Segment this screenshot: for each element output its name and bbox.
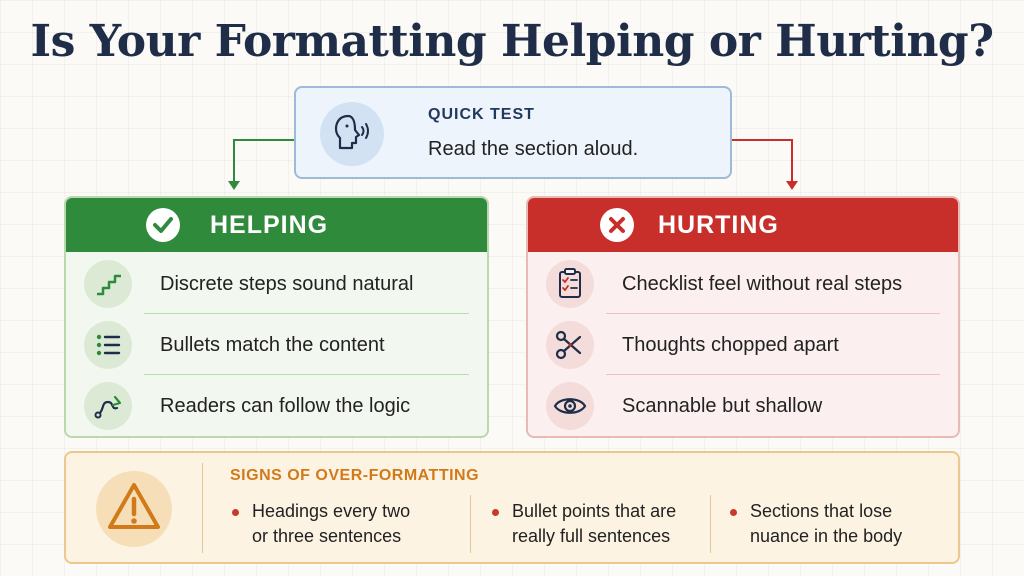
helping-item: Bullets match the content	[84, 315, 469, 375]
helping-item-text: Bullets match the content	[160, 334, 385, 356]
sign-item-line: really full sentences	[512, 526, 671, 546]
hurting-panel: HURTING Checklist feel without real step…	[526, 196, 960, 438]
quick-test-label: QUICK TEST	[428, 106, 535, 123]
helping-item: Readers can follow the logic	[84, 376, 469, 436]
hurting-item: Checklist feel without real steps	[546, 254, 940, 314]
hurting-item: Thoughts chopped apart	[546, 315, 940, 375]
row-divider	[606, 374, 940, 375]
quick-test-text: Read the section aloud.	[428, 138, 639, 160]
helping-panel: HELPING Discrete steps sound natural Bul…	[64, 196, 489, 438]
stairs-icon	[84, 260, 132, 308]
signs-title: SIGNS OF OVER-FORMATTING	[230, 467, 480, 484]
scissors-icon	[546, 321, 594, 369]
bullet-dot	[232, 509, 239, 516]
hurting-item-text: Thoughts chopped apart	[622, 334, 839, 356]
bullet-list-icon	[84, 321, 132, 369]
page-title: Is Your Formatting Helping or Hurting?	[30, 16, 994, 67]
hurting-title: HURTING	[658, 211, 779, 239]
sign-item-line: Headings every two	[252, 501, 411, 521]
path-arrow-icon	[84, 382, 132, 430]
warning-icon	[96, 471, 172, 552]
helping-item-text: Discrete steps sound natural	[160, 273, 414, 295]
eye-icon	[546, 382, 594, 430]
row-divider	[144, 313, 469, 314]
hurting-header: HURTING	[528, 198, 958, 252]
sign-item: Bullet points that are really full sente…	[492, 499, 677, 549]
helping-title: HELPING	[210, 211, 329, 239]
helping-item-text: Readers can follow the logic	[160, 395, 411, 417]
hurting-item-text: Checklist feel without real steps	[622, 273, 903, 295]
hurting-item-text: Scannable but shallow	[622, 395, 823, 417]
bullet-dot	[730, 509, 737, 516]
signs-divider	[202, 463, 203, 553]
helping-item: Discrete steps sound natural	[84, 254, 469, 314]
column-divider	[710, 495, 711, 553]
helping-header: HELPING	[66, 198, 487, 252]
quick-test-box: QUICK TEST Read the section aloud.	[294, 86, 732, 179]
sign-item-line: Sections that lose	[750, 501, 893, 521]
sign-item: Headings every two or three sentences	[232, 499, 411, 549]
bullet-dot	[492, 509, 499, 516]
column-divider	[470, 495, 471, 553]
speaking-head-icon	[320, 102, 384, 166]
sign-item-line: Bullet points that are	[512, 501, 677, 521]
hurting-item: Scannable but shallow	[546, 376, 940, 436]
sign-item: Sections that lose nuance in the body	[730, 499, 903, 549]
x-icon	[600, 208, 634, 242]
check-icon	[146, 208, 180, 242]
signs-box: SIGNS OF OVER-FORMATTING Headings every …	[64, 451, 960, 564]
row-divider	[606, 313, 940, 314]
sign-item-line: nuance in the body	[750, 526, 903, 546]
clipboard-checklist-icon	[546, 260, 594, 308]
row-divider	[144, 374, 469, 375]
sign-item-line: or three sentences	[252, 526, 402, 546]
